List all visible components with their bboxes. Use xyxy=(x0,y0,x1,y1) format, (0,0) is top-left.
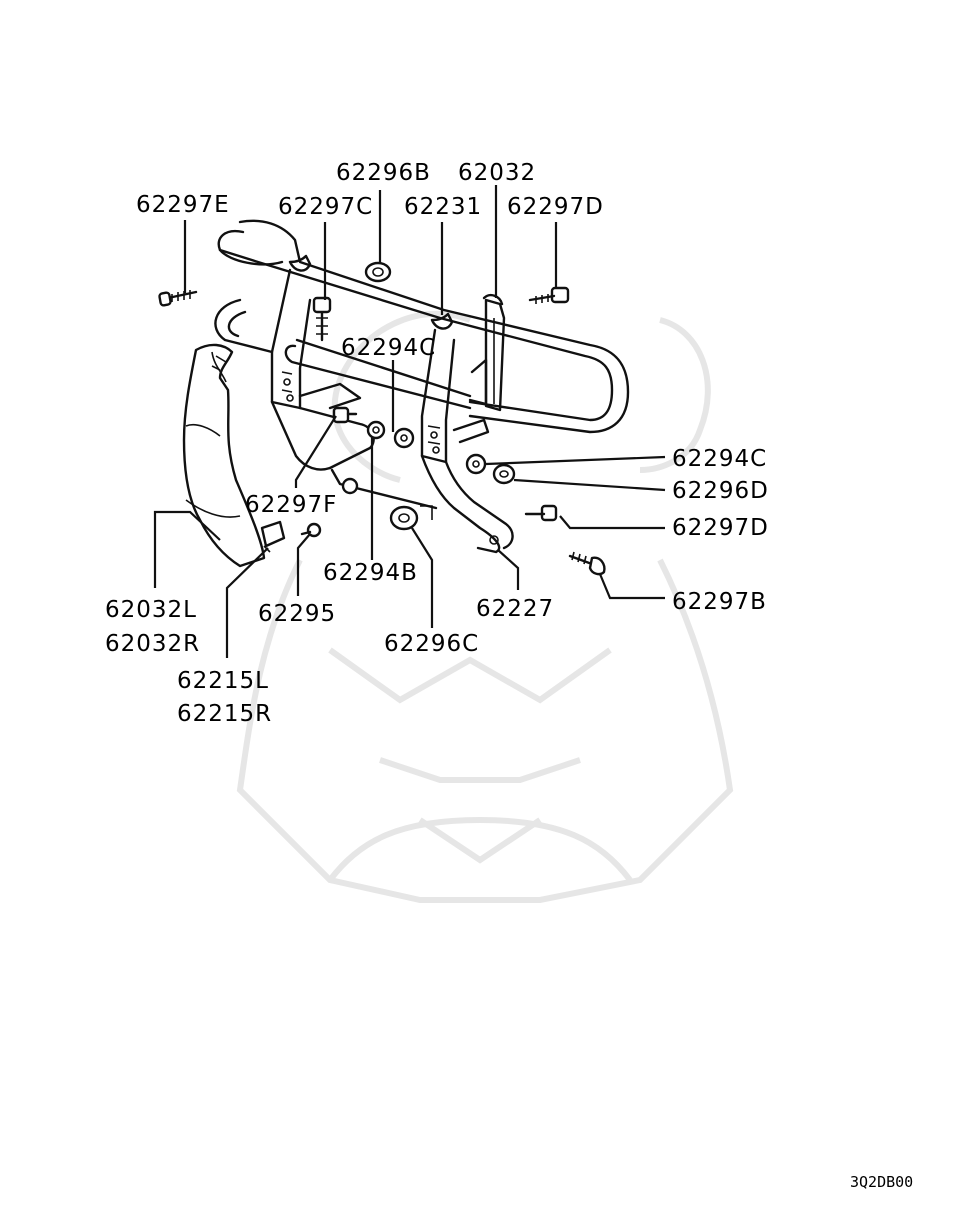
label-62296C: 62296C xyxy=(384,631,479,657)
right-stay-bracket xyxy=(420,328,514,554)
drawing-code: 3Q2DB00 xyxy=(850,1173,913,1191)
leader-lines xyxy=(153,185,666,658)
label-62215R: 62215R xyxy=(177,701,272,727)
fastener-62297D-top xyxy=(528,286,570,304)
label-62032R: 62032R xyxy=(105,631,200,657)
label-62294C-center: 62294C xyxy=(341,335,436,361)
nut-62296B xyxy=(364,261,392,283)
samurai-helmet-logo-watermark xyxy=(236,310,734,903)
fastener-62297F xyxy=(332,406,358,424)
screw-62295 xyxy=(300,522,322,538)
frame-mount-bar xyxy=(298,382,490,520)
label-62296B: 62296B xyxy=(336,160,431,186)
fastener-62297E xyxy=(158,290,198,307)
label-62294C-right: 62294C xyxy=(672,446,767,472)
bumper-end-cover xyxy=(182,343,266,568)
fastener-62297D-right xyxy=(524,504,558,522)
washer-62294C-center xyxy=(393,427,415,449)
label-62032: 62032 xyxy=(458,160,536,186)
label-62294B: 62294B xyxy=(323,560,418,586)
fastener-62297C xyxy=(312,296,332,342)
label-62295: 62295 xyxy=(258,601,336,627)
label-62297C: 62297C xyxy=(278,194,373,220)
nut-62296C xyxy=(389,505,419,531)
bumper-guard-tube xyxy=(214,219,630,434)
washer-62294C-right xyxy=(465,453,487,475)
part-number-labels: 62296B 62032 62297E 62297C 62231 62297D … xyxy=(105,160,769,727)
clip-62215 xyxy=(260,520,286,553)
label-62297D-right: 62297D xyxy=(672,515,769,541)
label-62032L: 62032L xyxy=(105,597,197,623)
label-62297D-top: 62297D xyxy=(507,194,604,220)
fastener-62297B xyxy=(568,551,606,576)
label-62297B: 62297B xyxy=(672,589,767,615)
nut-62296D xyxy=(492,463,516,485)
label-62296D: 62296D xyxy=(672,478,769,504)
label-62227: 62227 xyxy=(476,596,554,622)
washer-62294B xyxy=(366,420,386,440)
label-62297F: 62297F xyxy=(245,492,337,518)
label-62231: 62231 xyxy=(404,194,482,220)
label-62215L: 62215L xyxy=(177,668,269,694)
center-bracket xyxy=(468,293,506,412)
label-62297E: 62297E xyxy=(136,192,230,218)
